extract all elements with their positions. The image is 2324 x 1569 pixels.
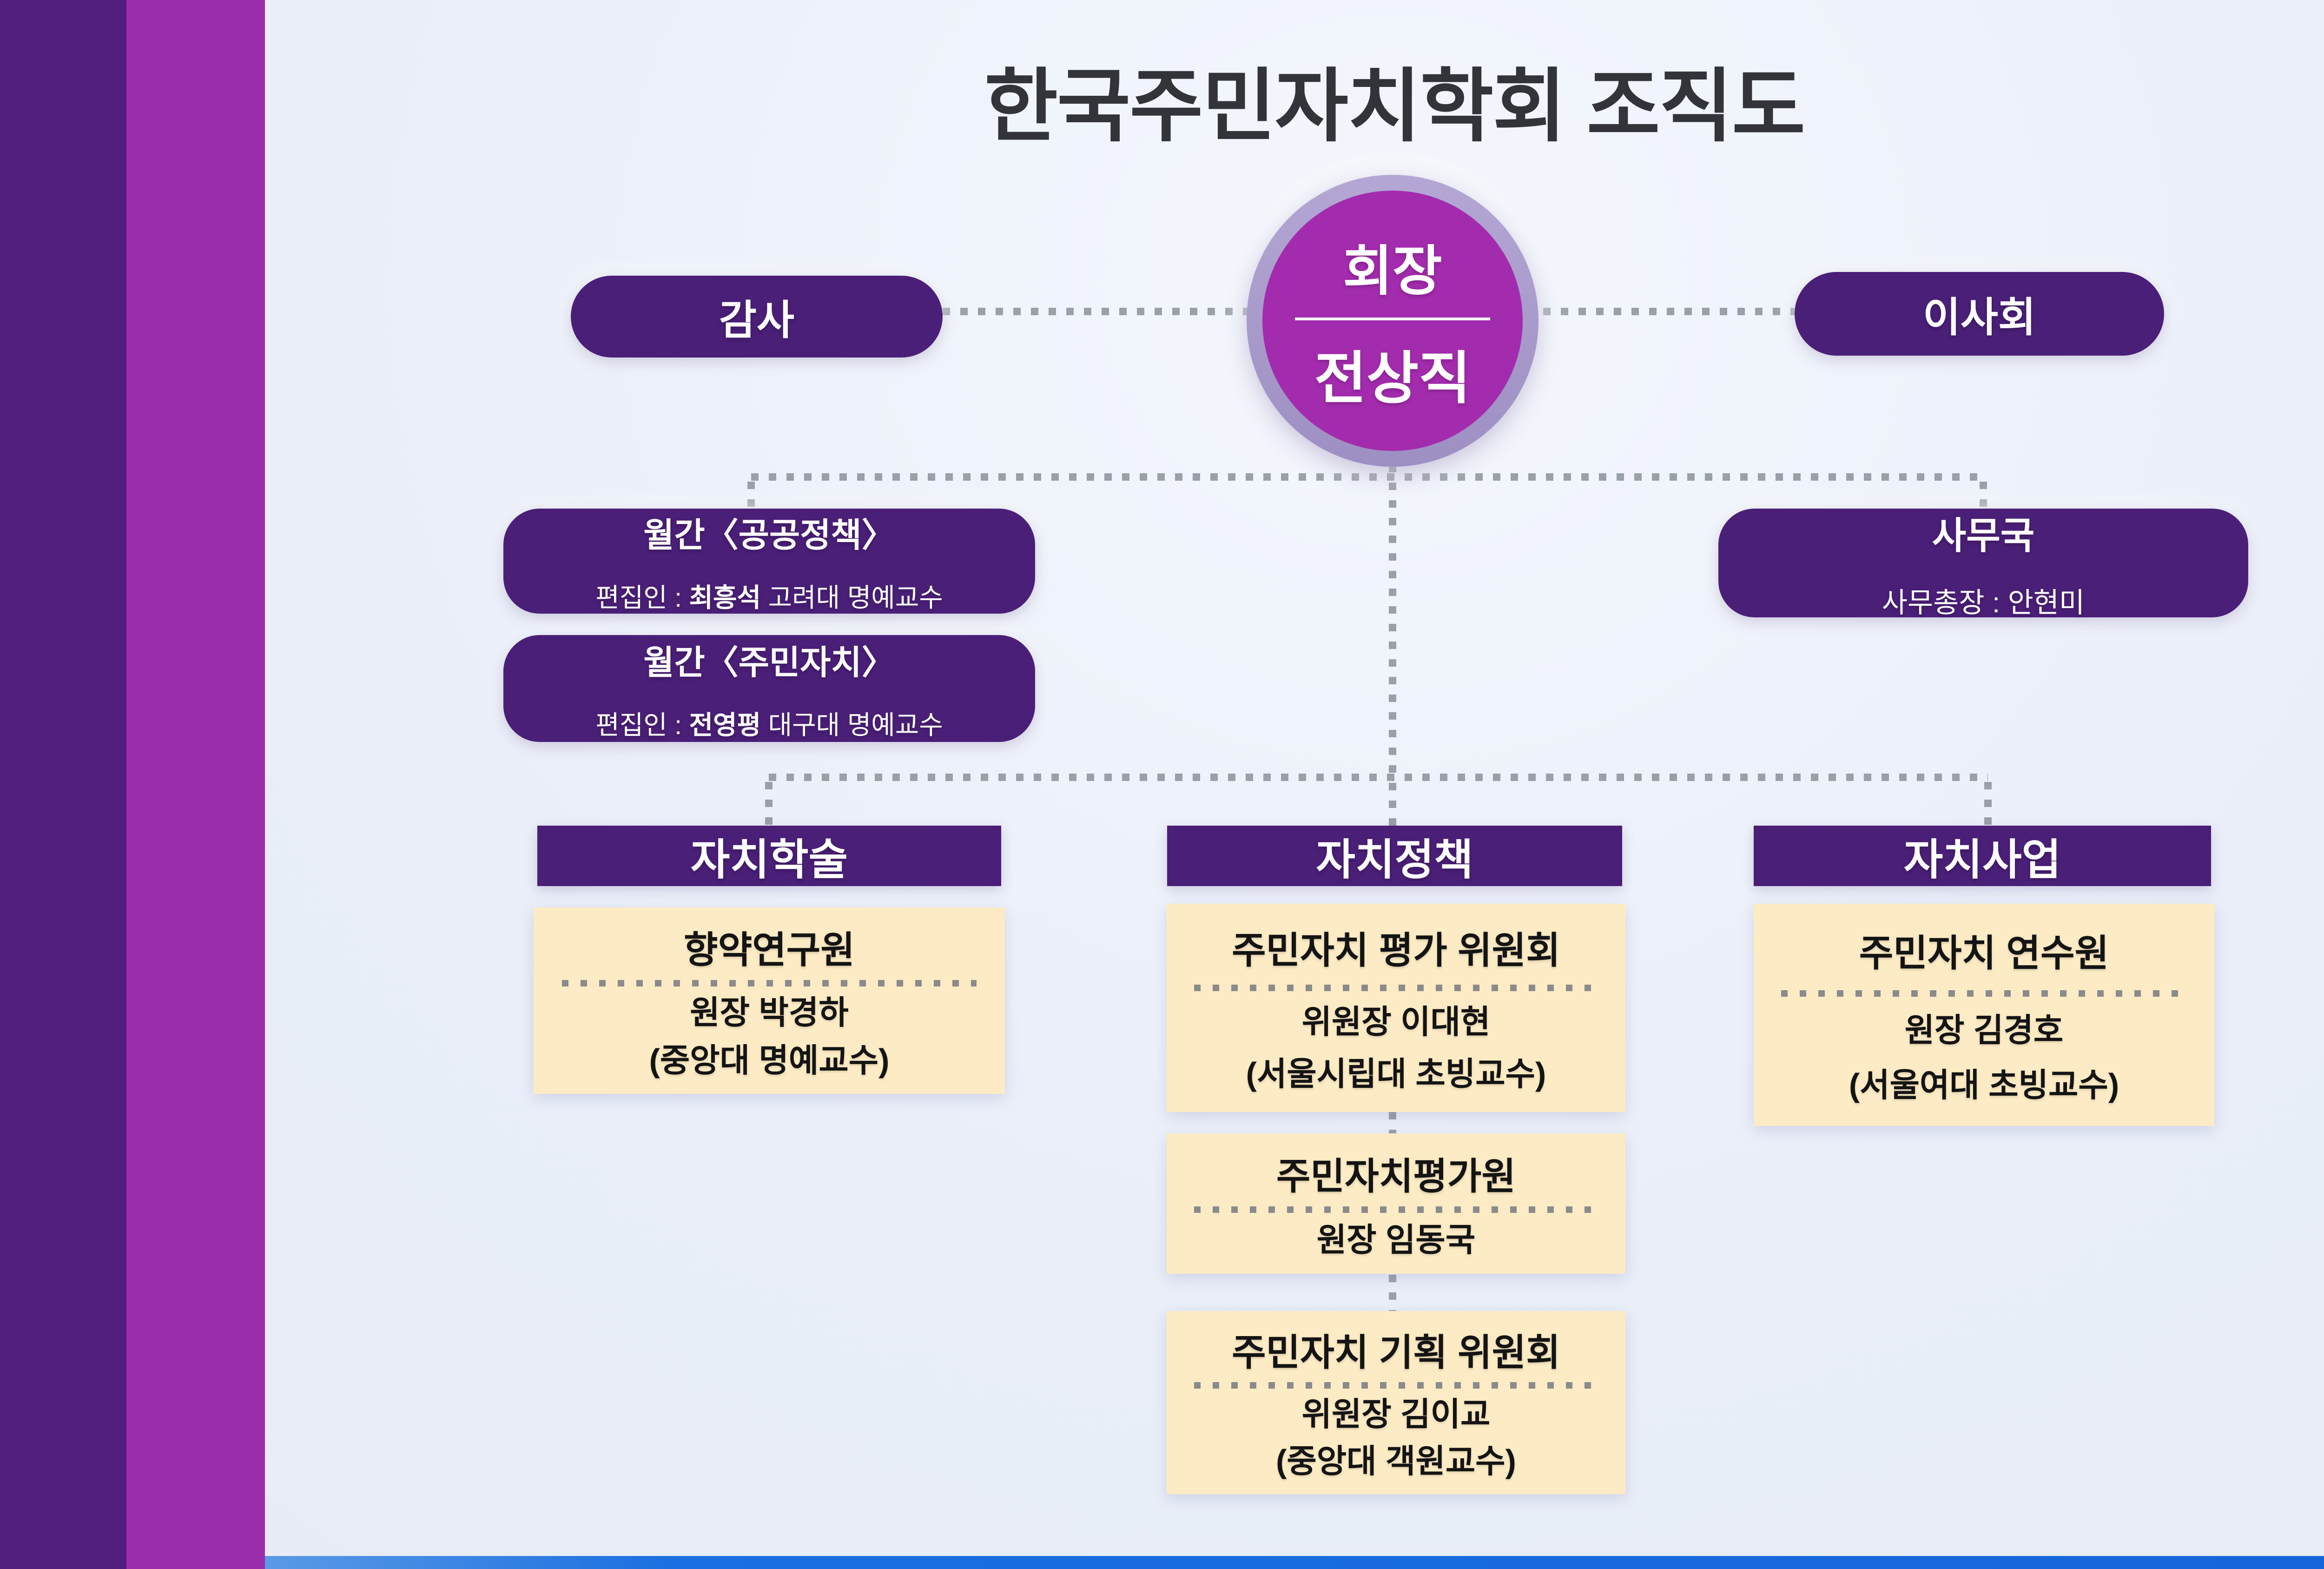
connector-stub-secretariat (1980, 482, 1987, 510)
box-person: 위원장 이대현 (1301, 1004, 1491, 1040)
connector-stub-mid-box1-box2 (1389, 1112, 1396, 1134)
box-title: 주민자치 평가 위원회 (1232, 930, 1560, 972)
publication-title: 월간〈주민자치〉 (643, 644, 895, 682)
box-planning-committee: 주민자치 기획 위원회 위원장 김이교 (중앙대 객원교수) (1167, 1311, 1625, 1494)
left-dark-band (0, 0, 126, 1569)
box-dotted-divider (1781, 990, 2187, 997)
box-title: 향약연구원 (684, 929, 855, 971)
board-pill: 이사회 (1795, 272, 2164, 356)
chairman-divider (1295, 317, 1490, 320)
editor-suffix: 고려대 명예교수 (761, 583, 943, 612)
audit-pill: 감사 (571, 276, 943, 357)
editor-name: 전영평 (689, 710, 761, 740)
publication-title: 월간〈공공정책〉 (643, 517, 895, 554)
box-evaluation-institute: 주민자치평가원 원장 임동국 (1167, 1133, 1625, 1274)
editor-prefix: 편집인 : (595, 583, 689, 612)
box-dotted-divider (1194, 1382, 1598, 1389)
publication-box-resident-autonomy: 월간〈주민자치〉 편집인 : 전영평 대구대 명예교수 (503, 635, 1035, 742)
chairman-role: 회장 (1343, 240, 1442, 301)
publication-box-public-policy: 월간〈공공정책〉 편집인 : 최흥석 고려대 명예교수 (503, 509, 1035, 614)
connector-stub-mid-box2-box3 (1389, 1275, 1396, 1312)
page-title: 한국주민자치학회 조직도 (984, 62, 1805, 151)
secretariat-title: 사무국 (1932, 515, 2035, 556)
connector-row1-horizontal (751, 473, 1983, 481)
column-header-academic: 자치학술 (537, 826, 1001, 886)
connector-stub-column3 (1984, 782, 1992, 826)
connector-center-vertical (1389, 465, 1396, 826)
editor-name: 최흥석 (689, 583, 761, 612)
box-dotted-divider (1194, 1206, 1598, 1213)
box-person-affiliation: (중앙대 객원교수) (1276, 1443, 1516, 1480)
box-dotted-divider (1194, 985, 1598, 992)
editor-suffix: 대구대 명예교수 (761, 710, 943, 740)
box-training-institute: 주민자치 연수원 원장 김경호 (서울여대 초빙교수) (1754, 904, 2214, 1126)
left-magenta-band (126, 0, 265, 1569)
secretariat-line: 사무총장 : 안현미 (1882, 587, 2085, 618)
box-person: 원장 박경하 (690, 994, 849, 1031)
box-title: 주민자치 연수원 (1859, 933, 2109, 974)
connector-row2-horizontal (769, 774, 1988, 781)
box-title: 주민자치 기획 위원회 (1232, 1332, 1560, 1374)
connector-stub-column1 (765, 782, 772, 826)
box-title: 주민자치평가원 (1276, 1155, 1516, 1197)
column-header-business: 자치사업 (1754, 826, 2211, 886)
box-person-affiliation: (서울시립대 초빙교수) (1246, 1056, 1546, 1092)
chairman-name: 전상직 (1314, 346, 1471, 410)
box-person: 위원장 김이교 (1301, 1396, 1491, 1433)
box-person-affiliation: (중앙대 명예교수) (649, 1042, 890, 1079)
editor-prefix: 편집인 : (595, 710, 689, 740)
box-person: 원장 임동국 (1316, 1221, 1476, 1258)
box-person: 원장 김경호 (1904, 1012, 2064, 1049)
publication-editor-line: 편집인 : 전영평 대구대 명예교수 (595, 704, 943, 742)
publication-editor-line: 편집인 : 최흥석 고려대 명예교수 (595, 577, 943, 615)
chairman-node: 회장 전상직 (1247, 175, 1538, 467)
box-evaluation-committee: 주민자치 평가 위원회 위원장 이대현 (서울시립대 초빙교수) (1167, 904, 1625, 1112)
secretariat-box: 사무국 사무총장 : 안현미 (1718, 509, 2248, 618)
chairman-node-inner: 회장 전상직 (1262, 191, 1523, 451)
box-dotted-divider (561, 980, 977, 986)
box-person-affiliation: (서울여대 초빙교수) (1849, 1067, 2119, 1104)
bottom-blue-bar (265, 1556, 2324, 1569)
connector-stub-publication (747, 482, 755, 510)
column-header-policy: 자치정책 (1167, 826, 1622, 886)
box-hyangyak-institute: 향약연구원 원장 박경하 (중앙대 명예교수) (534, 907, 1005, 1094)
